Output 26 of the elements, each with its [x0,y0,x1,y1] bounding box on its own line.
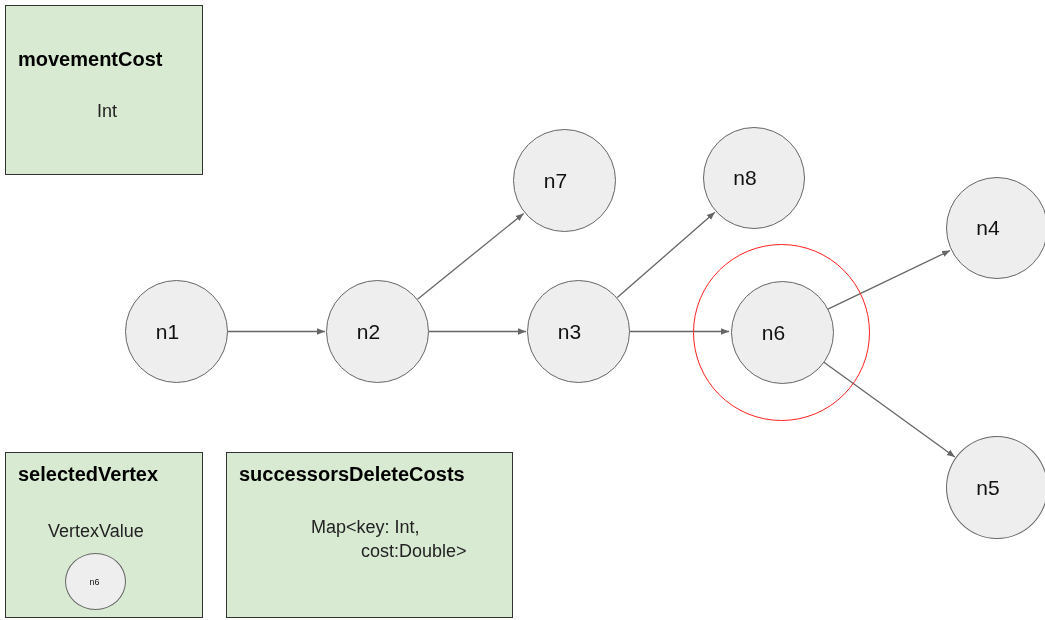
vertex-label: n2 [356,319,381,344]
vertex-label: n7 [543,168,568,193]
vertex-label: n5 [976,475,1000,500]
variable-type: VertexValue [48,520,144,543]
vertex-label: n3 [557,319,582,344]
arrow [416,212,525,300]
arrow [616,211,716,299]
vertex-circle [65,553,126,610]
vertex-label: n6 [89,576,100,587]
arrow [827,249,951,310]
variable-type: Map<key: Int, cost:Double> [311,516,468,563]
variable-name: movementCost [18,48,163,71]
variable-card [5,452,203,618]
variable-card [226,452,513,618]
variable-type: Int [97,100,117,123]
vertex-label: n8 [733,166,757,190]
vertex-label: n6 [761,320,786,345]
arrow [822,361,956,458]
arrow [428,328,527,335]
variable-card [5,5,203,175]
arrow [227,328,326,335]
arrow [629,328,730,335]
variable-name: selectedVertex [18,463,159,486]
vertex-label: n4 [976,216,1000,240]
vertex-label: n1 [155,319,180,344]
variable-name: successorsDeleteCosts [239,463,465,486]
